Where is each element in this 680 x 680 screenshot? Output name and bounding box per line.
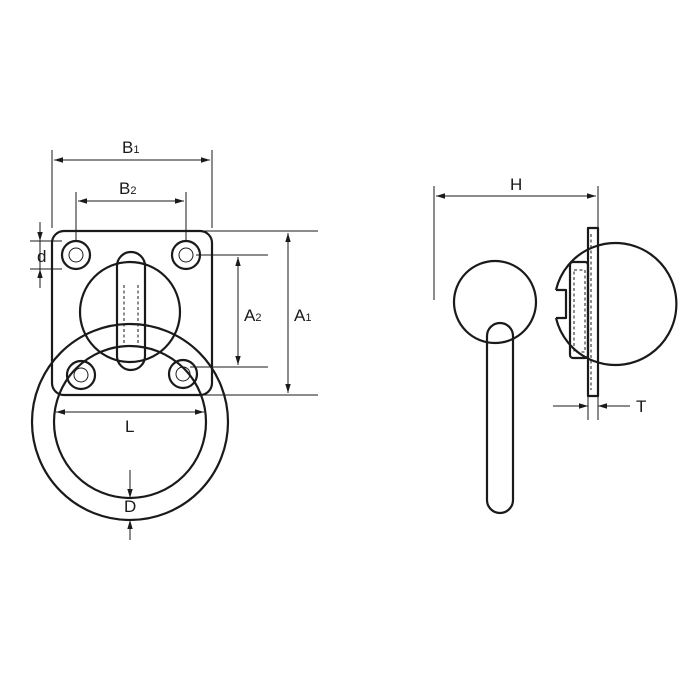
ring-side-outer	[554, 241, 678, 367]
dimensions	[30, 150, 630, 540]
side-plate	[586, 226, 600, 398]
label-d-large: D	[124, 497, 136, 516]
label-b1: B1	[122, 138, 139, 157]
base-plate	[50, 229, 214, 397]
label-a1: A1	[294, 306, 311, 325]
label-a2: A2	[244, 306, 261, 325]
ring-side-inner	[452, 259, 538, 345]
front-view	[30, 229, 230, 522]
link-bar	[485, 321, 515, 515]
center-boss	[78, 260, 182, 364]
dimension-labels: B1 B2 A2 A1 d L D H T	[37, 138, 646, 516]
side-view	[452, 226, 678, 515]
label-h: H	[510, 175, 522, 194]
label-b2: B2	[119, 179, 136, 198]
staple	[115, 250, 147, 372]
label-t: T	[636, 397, 646, 416]
label-l: L	[125, 417, 134, 436]
label-d-small: d	[37, 247, 46, 266]
